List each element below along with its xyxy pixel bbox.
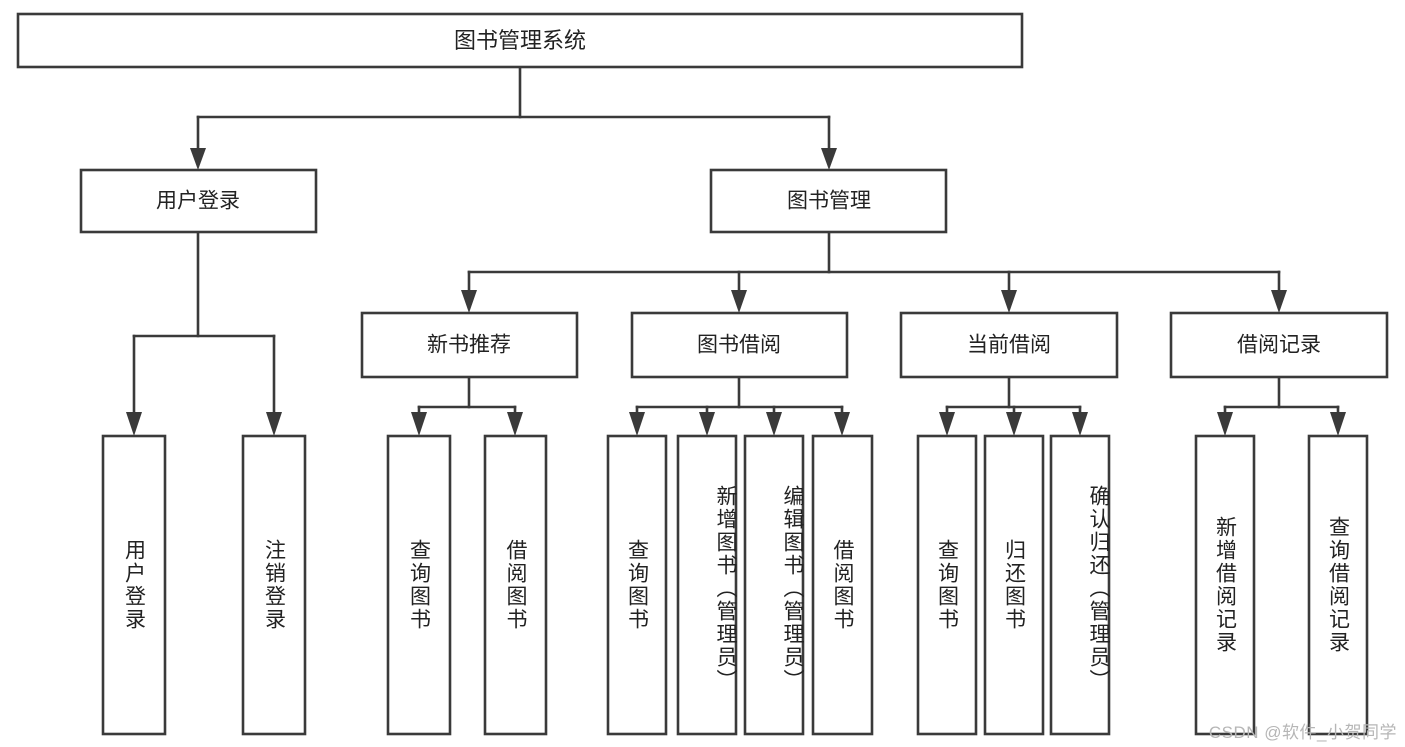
arrow-head-icon — [1001, 290, 1017, 313]
arrow-head-icon — [1072, 412, 1088, 436]
node-borrow-records[interactable]: 借阅记录 — [1169, 311, 1389, 379]
arrow-head-icon — [731, 290, 747, 313]
node-book-management[interactable]: 图书管理 — [709, 168, 948, 234]
node-new-book-recommend-box — [360, 311, 579, 379]
leaf-box-query-record[interactable] — [1307, 434, 1369, 736]
connector-group-new-books — [411, 375, 523, 436]
leaf-box-query-book-new[interactable] — [386, 434, 452, 736]
node-root[interactable]: 图书管理系统 — [16, 12, 1024, 69]
leaf-box-return-book[interactable] — [983, 434, 1045, 736]
node-book-borrow-box — [630, 311, 849, 379]
connector-group-book-mgmt — [461, 230, 1287, 313]
node-book-borrow-label: 图书借阅 — [697, 334, 781, 357]
arrow-head-icon — [461, 290, 477, 313]
leaf-box-confirm-return-admin[interactable] — [1049, 434, 1111, 736]
node-current-borrow[interactable]: 当前借阅 — [899, 311, 1119, 379]
leaf-box-add-record[interactable] — [1194, 434, 1256, 736]
node-user-login-label: 用户登录 — [156, 190, 240, 213]
leaf-box-query-book-borrow[interactable] — [606, 434, 668, 736]
arrow-head-icon — [939, 412, 955, 436]
arrow-head-icon — [507, 412, 523, 436]
node-new-book-recommend[interactable]: 新书推荐 — [360, 311, 579, 379]
leaf-box-borrow-book-new[interactable] — [483, 434, 548, 736]
arrow-head-icon — [834, 412, 850, 436]
connector-group-borrow — [629, 375, 850, 436]
leaf-box-borrow-book[interactable] — [811, 434, 874, 736]
node-user-login-box — [79, 168, 318, 234]
node-book-borrow[interactable]: 图书借阅 — [630, 311, 849, 379]
node-root-box — [16, 12, 1024, 69]
leaf-box-user-login[interactable] — [101, 434, 167, 736]
leaf-box-logout[interactable] — [241, 434, 307, 736]
connector-group-root — [190, 65, 837, 170]
arrow-head-icon — [629, 412, 645, 436]
arrow-head-icon — [1271, 290, 1287, 313]
leaf-box-add-book-admin[interactable] — [676, 434, 738, 736]
arrow-head-icon — [190, 148, 206, 170]
arrow-head-icon — [1330, 412, 1346, 436]
arrow-head-icon — [266, 412, 282, 436]
node-current-borrow-label: 当前借阅 — [967, 334, 1051, 357]
leaf-box-group — [101, 434, 1369, 736]
arrow-head-icon — [821, 148, 837, 170]
node-book-management-label: 图书管理 — [787, 190, 871, 213]
arrow-head-icon — [699, 412, 715, 436]
node-root-label: 图书管理系统 — [454, 28, 586, 53]
csdn-watermark: CSDN @软件_小贺同学 — [1208, 723, 1397, 742]
connector-group-records — [1217, 375, 1346, 436]
arrow-head-icon — [766, 412, 782, 436]
node-book-management-box — [709, 168, 948, 234]
arrow-head-icon — [1217, 412, 1233, 436]
arrow-head-icon — [411, 412, 427, 436]
arrow-head-icon — [126, 412, 142, 436]
leaf-box-query-book-current[interactable] — [916, 434, 978, 736]
node-current-borrow-box — [899, 311, 1119, 379]
connector-group-current-borrow — [939, 375, 1088, 436]
node-new-book-recommend-label: 新书推荐 — [427, 334, 511, 357]
node-borrow-records-label: 借阅记录 — [1237, 334, 1321, 357]
leaf-box-edit-book-admin[interactable] — [743, 434, 805, 736]
connector-group-user-login — [126, 230, 282, 436]
node-borrow-records-box — [1169, 311, 1389, 379]
node-user-login[interactable]: 用户登录 — [79, 168, 318, 234]
arrow-head-icon — [1006, 412, 1022, 436]
